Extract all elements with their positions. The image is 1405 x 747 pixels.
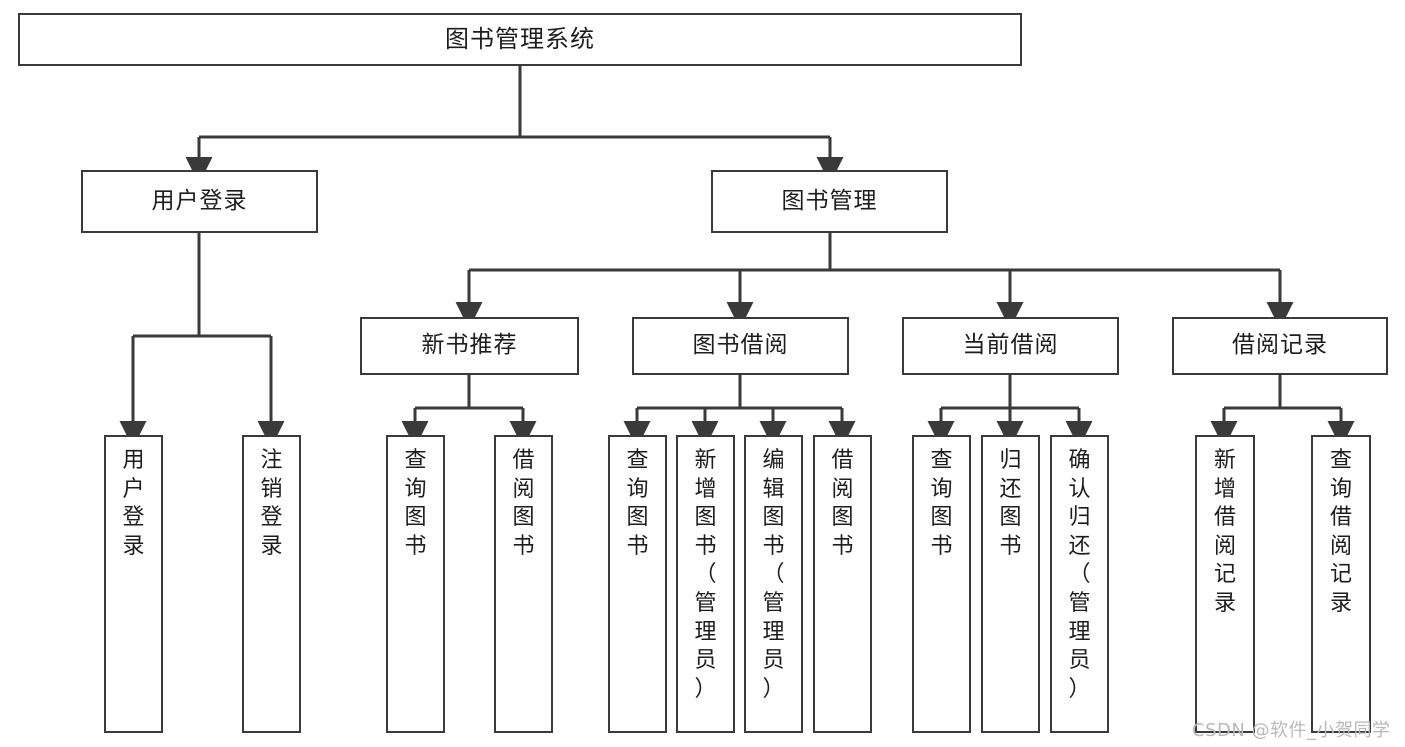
node-current-borrow[interactable]: 当前借阅 xyxy=(902,317,1119,375)
node-leaf-return-book-label: 归 还 图 书 xyxy=(999,448,1022,559)
node-book-borrow-label: 图书借阅 xyxy=(692,332,789,359)
node-leaf-edit-book[interactable]: 编 辑 图 书 （ 管 理 员 ） xyxy=(744,435,803,733)
node-leaf-query-book-2-label: 查 询 图 书 xyxy=(626,448,649,559)
node-leaf-add-record[interactable]: 新 增 借 阅 记 录 xyxy=(1195,435,1255,733)
node-book-manage[interactable]: 图书管理 xyxy=(711,170,948,233)
node-current-borrow-label: 当前借阅 xyxy=(962,332,1059,359)
node-borrow-record[interactable]: 借阅记录 xyxy=(1172,317,1388,375)
node-leaf-add-book[interactable]: 新 增 图 书 （ 管 理 员 ） xyxy=(676,435,735,733)
node-leaf-query-record-label: 查 询 借 阅 记 录 xyxy=(1329,448,1352,616)
node-borrow-record-label: 借阅记录 xyxy=(1232,332,1328,359)
node-user-login[interactable]: 用户登录 xyxy=(81,170,318,233)
node-leaf-query-record[interactable]: 查 询 借 阅 记 录 xyxy=(1311,435,1371,733)
node-root[interactable]: 图书管理系统 xyxy=(18,13,1022,66)
node-leaf-user-login[interactable]: 用 户 登 录 xyxy=(104,435,163,733)
node-leaf-logout[interactable]: 注 销 登 录 xyxy=(242,435,301,733)
node-leaf-borrow-book-1-label: 借 阅 图 书 xyxy=(512,448,535,559)
node-leaf-return-book[interactable]: 归 还 图 书 xyxy=(981,435,1040,733)
node-leaf-confirm-return[interactable]: 确 认 归 还 （ 管 理 员 ） xyxy=(1050,435,1109,733)
node-user-login-label: 用户登录 xyxy=(151,187,248,214)
node-leaf-add-record-label: 新 增 借 阅 记 录 xyxy=(1213,448,1236,616)
node-leaf-user-login-label: 用 户 登 录 xyxy=(122,448,145,559)
node-new-book-recommend[interactable]: 新书推荐 xyxy=(360,317,579,375)
node-leaf-query-book-2[interactable]: 查 询 图 书 xyxy=(608,435,667,733)
node-leaf-edit-book-label: 编 辑 图 书 （ 管 理 员 ） xyxy=(762,448,785,702)
node-leaf-confirm-return-label: 确 认 归 还 （ 管 理 员 ） xyxy=(1068,448,1091,702)
node-leaf-query-book-3-label: 查 询 图 书 xyxy=(930,448,953,559)
node-book-borrow[interactable]: 图书借阅 xyxy=(632,317,849,375)
node-leaf-borrow-book-2[interactable]: 借 阅 图 书 xyxy=(813,435,872,733)
node-leaf-borrow-book-2-label: 借 阅 图 书 xyxy=(831,448,854,559)
node-leaf-logout-label: 注 销 登 录 xyxy=(260,448,283,559)
node-leaf-add-book-label: 新 增 图 书 （ 管 理 员 ） xyxy=(694,448,717,702)
node-root-label: 图书管理系统 xyxy=(445,25,595,54)
node-leaf-query-book-1-label: 查 询 图 书 xyxy=(404,448,427,559)
node-leaf-borrow-book-1[interactable]: 借 阅 图 书 xyxy=(494,435,553,733)
node-new-book-recommend-label: 新书推荐 xyxy=(421,332,518,359)
node-leaf-query-book-3[interactable]: 查 询 图 书 xyxy=(912,435,971,733)
node-leaf-query-book-1[interactable]: 查 询 图 书 xyxy=(386,435,445,733)
node-book-manage-label: 图书管理 xyxy=(781,187,878,214)
